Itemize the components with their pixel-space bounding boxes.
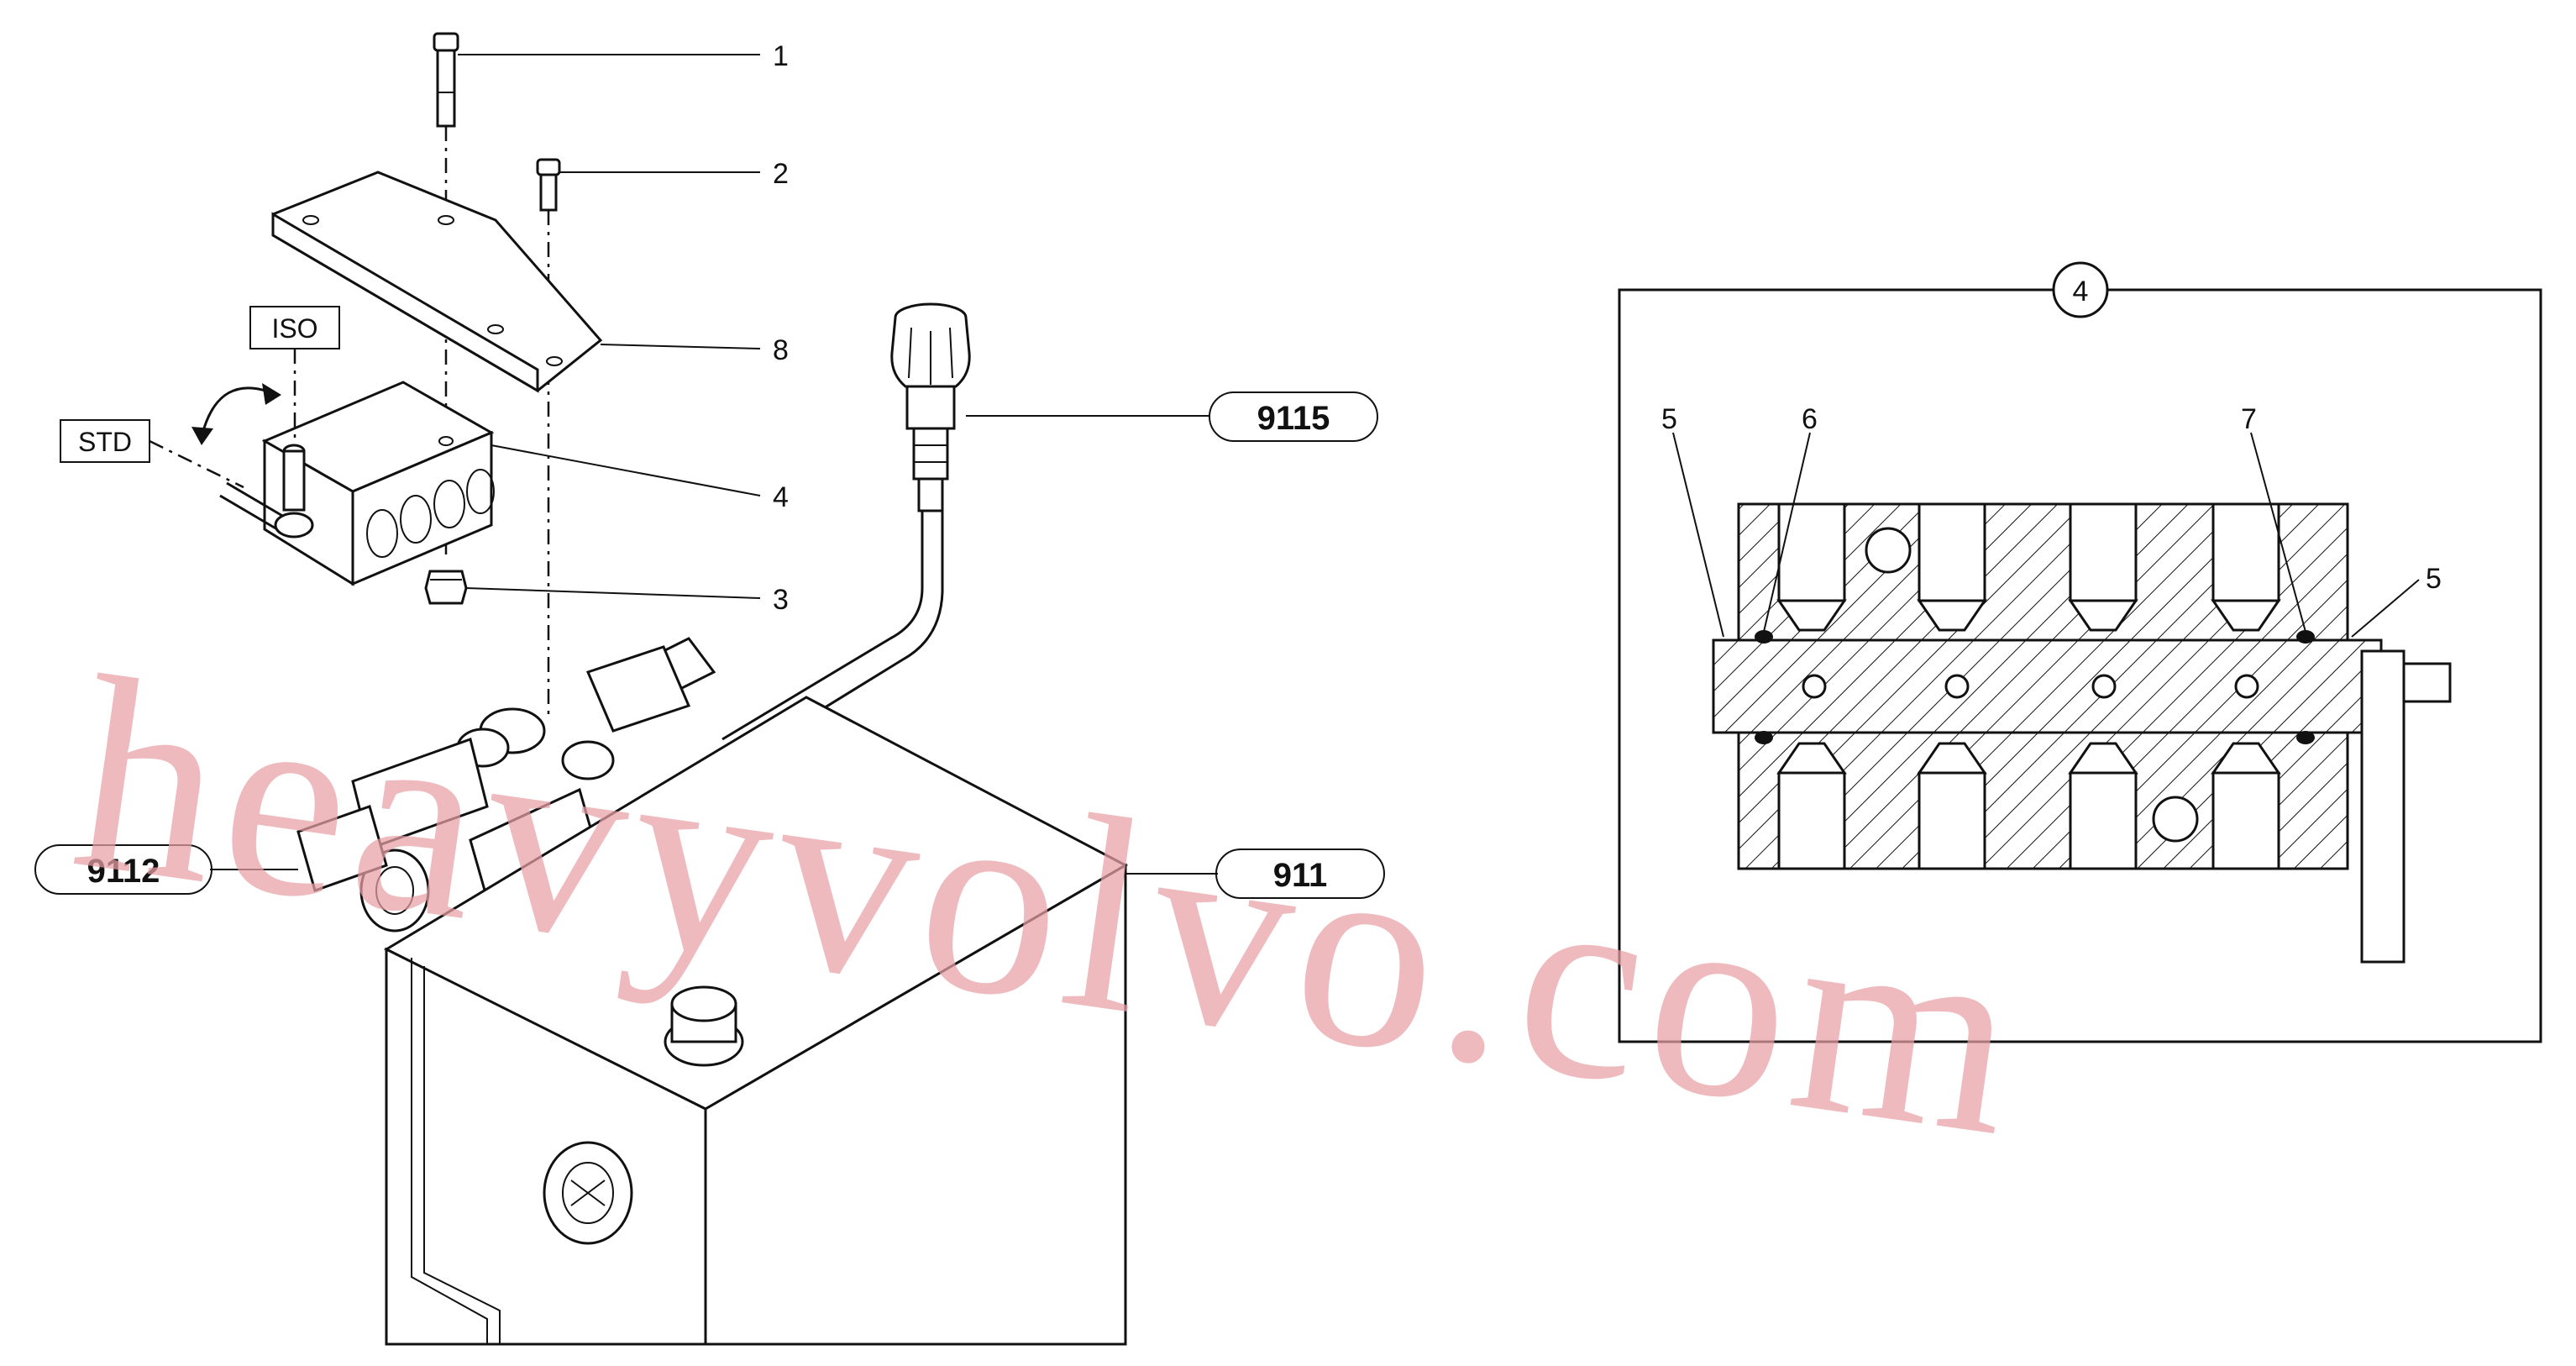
filler-cap: [890, 302, 971, 512]
bolt-long: [433, 32, 459, 128]
std-label-box: STD: [60, 419, 150, 463]
iso-label-box: ISO: [249, 306, 340, 349]
nut: [424, 570, 468, 605]
callout-4: 4: [773, 481, 789, 513]
rotate-arrow-head-bottom: [191, 427, 213, 445]
std-leader: [149, 439, 244, 489]
callout-8: 8: [773, 334, 789, 366]
rotate-arrow-head-top: [262, 383, 281, 405]
svg-text:9115: 9115: [1257, 400, 1330, 437]
std-label: STD: [78, 427, 132, 457]
callout-1: 1: [773, 40, 789, 72]
oring-left-lower: [1755, 731, 1773, 744]
mounting-bracket: [271, 171, 603, 393]
detail-view: 4: [1618, 261, 2542, 1043]
svg-text:911: 911: [1273, 857, 1328, 894]
detail-callout-6: 6: [1802, 403, 1818, 435]
callout-2: 2: [773, 158, 789, 190]
ref-label-911: 911: [1215, 848, 1385, 899]
valve-block: [219, 381, 495, 586]
valve-housing-upper: [1737, 502, 2349, 642]
valve-spool: [1712, 638, 2452, 964]
oring-left-upper: [1755, 630, 1773, 644]
detail-title-callout: 4: [2073, 276, 2089, 307]
filler-hose: [721, 511, 944, 762]
detail-callout-7: 7: [2241, 403, 2257, 435]
iso-label: ISO: [271, 313, 317, 344]
pipe-fittings: [296, 637, 716, 933]
oring-right-upper: [2296, 630, 2315, 644]
bolt-short: [536, 158, 561, 212]
ref-label-9112: 9112: [34, 844, 212, 895]
ref-label-9115: 9115: [1209, 391, 1378, 442]
detail-title-circle: [2052, 261, 2109, 318]
detail-callout-5-left: 5: [1661, 403, 1677, 435]
callout-3: 3: [773, 584, 789, 616]
svg-text:9112: 9112: [87, 853, 160, 890]
valve-housing-lower: [1737, 731, 2349, 870]
hydraulic-tank: [383, 696, 1129, 1346]
oring-right-lower: [2296, 731, 2315, 744]
detail-callout-5-right: 5: [2426, 563, 2442, 595]
